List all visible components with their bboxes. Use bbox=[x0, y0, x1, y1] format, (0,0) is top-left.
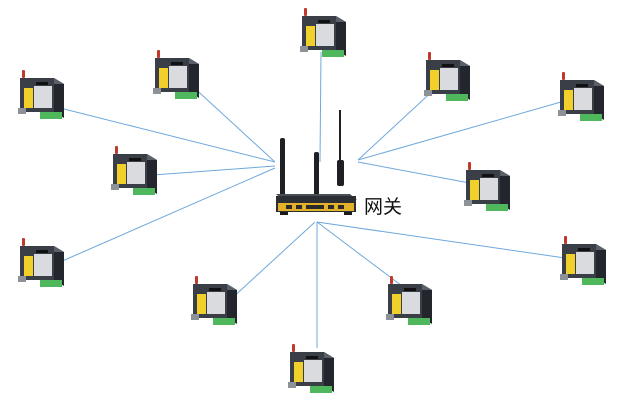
link-line bbox=[59, 167, 276, 263]
link-line bbox=[59, 107, 276, 163]
industrial-modem-icon bbox=[18, 238, 64, 287]
industrial-modem-icon bbox=[288, 344, 334, 393]
link-line bbox=[357, 85, 439, 161]
industrial-modem-icon bbox=[464, 162, 510, 211]
industrial-modem-icon bbox=[386, 276, 432, 325]
industrial-modem-icon bbox=[111, 146, 157, 195]
industrial-modem-icon bbox=[560, 236, 606, 285]
connection-links bbox=[59, 51, 569, 348]
link-line bbox=[189, 83, 276, 163]
link-line bbox=[357, 161, 476, 185]
device-group bbox=[18, 8, 606, 393]
gateway-router bbox=[276, 110, 357, 215]
router-gateway-icon bbox=[276, 110, 357, 215]
industrial-modem-icon bbox=[300, 8, 346, 57]
link-line bbox=[152, 165, 276, 176]
link-line bbox=[319, 51, 322, 163]
industrial-modem-icon bbox=[191, 276, 237, 325]
industrial-modem-icon bbox=[153, 50, 199, 99]
industrial-modem-icon bbox=[558, 72, 604, 121]
industrial-modem-icon bbox=[424, 52, 470, 101]
link-line bbox=[229, 221, 316, 301]
industrial-modem-icon bbox=[18, 70, 64, 119]
link-line bbox=[316, 221, 566, 259]
link-line bbox=[316, 221, 411, 293]
link-line bbox=[357, 99, 569, 161]
gateway-label: 网关 bbox=[364, 196, 403, 218]
